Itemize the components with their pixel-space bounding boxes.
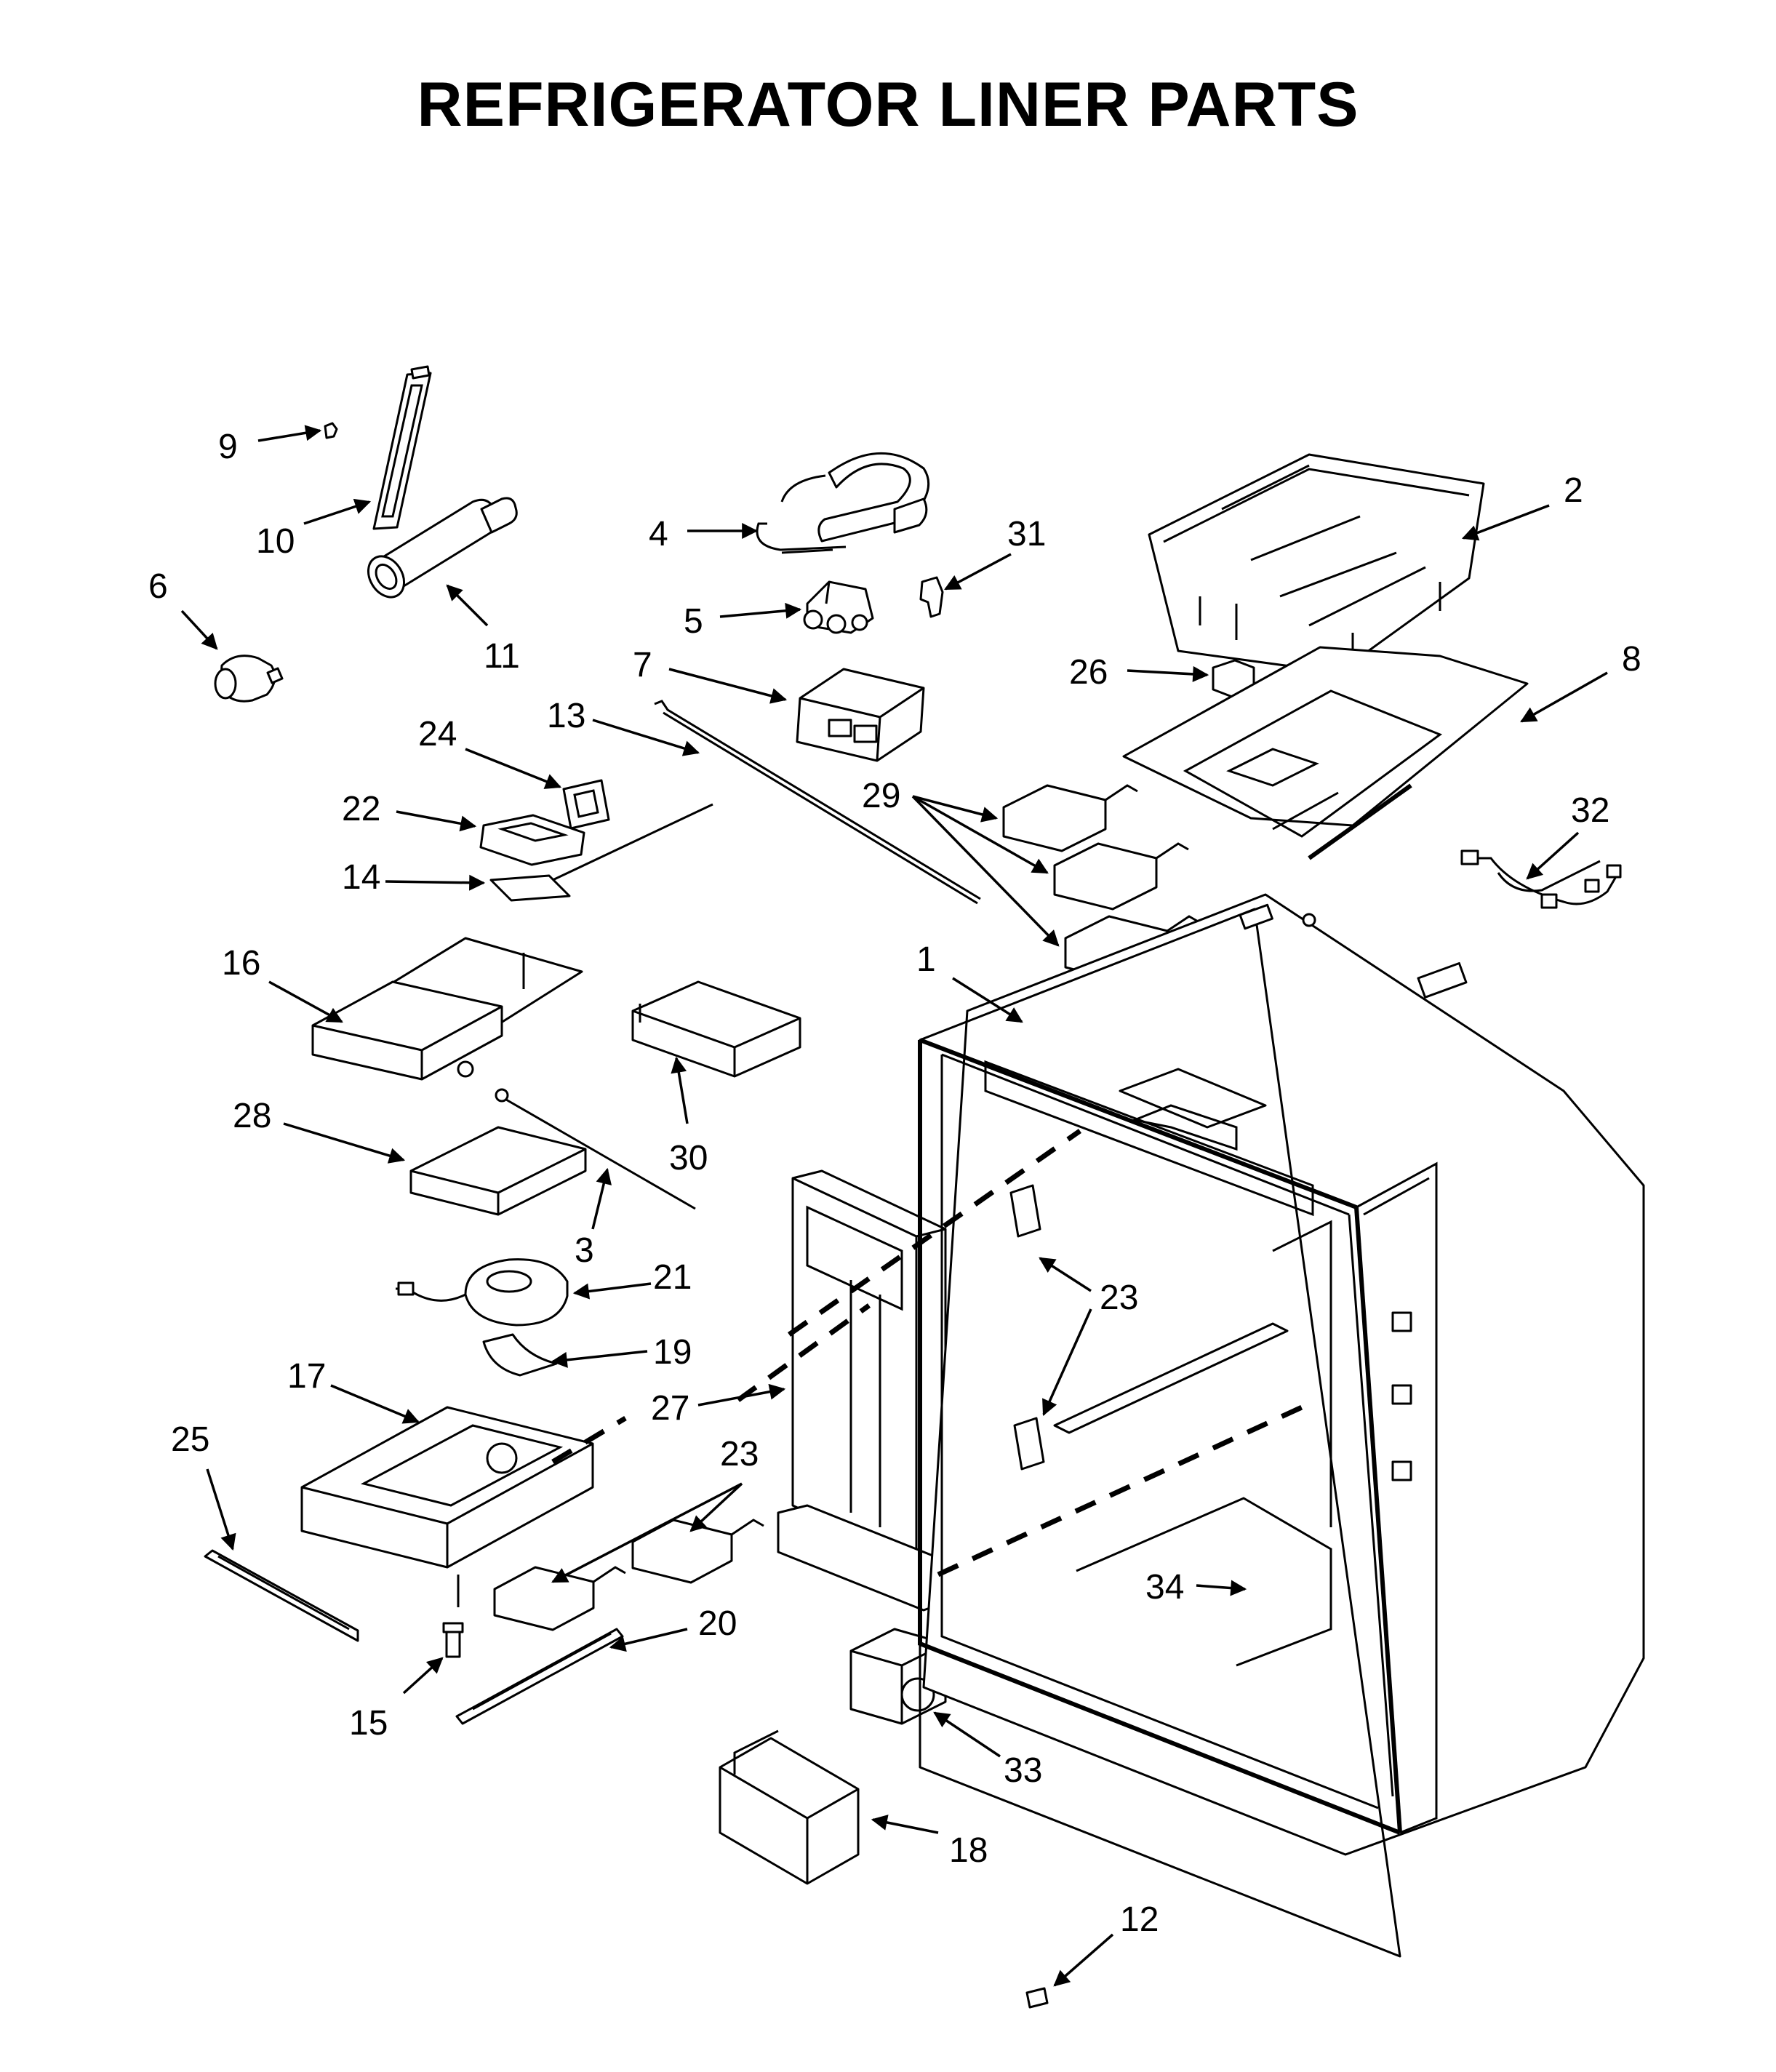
callout-2: 2 — [1564, 471, 1583, 510]
part-11-water-filter — [367, 497, 518, 599]
part-30-cover — [631, 980, 801, 1078]
callout-21: 21 — [653, 1258, 692, 1297]
part-15-screw — [442, 1622, 464, 1658]
page-title: REFRIGERATOR LINER PARTS — [417, 70, 1359, 140]
part-32-wire-harness — [1460, 849, 1622, 909]
callout-24: 24 — [418, 715, 457, 753]
part-13-rod — [654, 700, 981, 905]
callout-31: 31 — [1007, 515, 1046, 553]
part-16-control-board — [311, 937, 583, 1081]
part-9-clip — [324, 422, 338, 439]
callout-15: 15 — [349, 1704, 388, 1743]
callout-19: 19 — [653, 1333, 692, 1372]
callout-5: 5 — [684, 602, 703, 641]
callout-28: 28 — [233, 1097, 271, 1135]
callout-33: 33 — [1004, 1751, 1042, 1790]
callout-29: 29 — [862, 777, 900, 815]
callout-11: 11 — [484, 637, 520, 676]
part-2-upper-housing — [1148, 453, 1485, 674]
part-12-clip — [1025, 1987, 1049, 2009]
part-29-lamp-modules — [1002, 784, 1200, 983]
callout-leaders — [180, 425, 1608, 1987]
part-31-clip — [919, 576, 944, 618]
callout-14: 14 — [342, 858, 380, 897]
callout-17: 17 — [287, 1357, 326, 1396]
callout-9: 9 — [218, 428, 238, 466]
callout-13: 13 — [547, 697, 585, 735]
callout-18: 18 — [949, 1831, 988, 1870]
callout-7: 7 — [633, 646, 652, 684]
callout-20: 20 — [698, 1604, 737, 1643]
part-28-cover — [409, 1126, 587, 1216]
callout-6: 6 — [148, 567, 168, 606]
callout-8: 8 — [1622, 640, 1641, 679]
part-22-gasket — [479, 814, 585, 866]
part-3-probe — [495, 1088, 696, 1210]
part-7-control-box — [796, 668, 925, 762]
callout-10: 10 — [256, 522, 295, 561]
callout-23a: 23 — [1100, 1279, 1138, 1317]
part-21-fan — [396, 1258, 569, 1327]
callout-23b: 23 — [720, 1435, 759, 1473]
callout-30: 30 — [669, 1139, 708, 1177]
callout-34: 34 — [1145, 1568, 1184, 1607]
part-17-evaporator-housing — [300, 1406, 594, 1607]
callout-4: 4 — [649, 515, 668, 553]
part-5-valve-assembly — [803, 580, 874, 634]
part-18-cover — [719, 1729, 860, 1885]
callout-22: 22 — [342, 790, 380, 828]
callout-12: 12 — [1120, 1900, 1159, 1939]
callout-32: 32 — [1571, 791, 1609, 830]
callout-1: 1 — [916, 940, 936, 979]
part-20-heater — [455, 1628, 624, 1725]
callout-27: 27 — [651, 1389, 689, 1428]
part-14-thermistor — [489, 803, 713, 902]
part-4-water-tube — [756, 452, 930, 554]
part-6-valve — [214, 655, 284, 703]
callout-26: 26 — [1069, 653, 1108, 692]
alignment-dashes — [551, 1129, 1303, 1577]
part-27-air-duct — [777, 1169, 954, 1612]
callout-labels: 9 10 11 6 4 5 31 2 7 26 8 13 24 22 29 32… — [148, 428, 1641, 1939]
callout-25: 25 — [171, 1420, 209, 1459]
callout-16: 16 — [222, 944, 260, 983]
part-24-gasket — [562, 779, 610, 830]
callout-3: 3 — [575, 1231, 594, 1270]
part-19-duct — [482, 1333, 558, 1377]
part-1-liner — [918, 893, 1645, 1958]
part-8-cover-panel — [1122, 646, 1529, 860]
part-10-filter-housing — [372, 365, 432, 530]
part-25-trim — [204, 1549, 359, 1642]
